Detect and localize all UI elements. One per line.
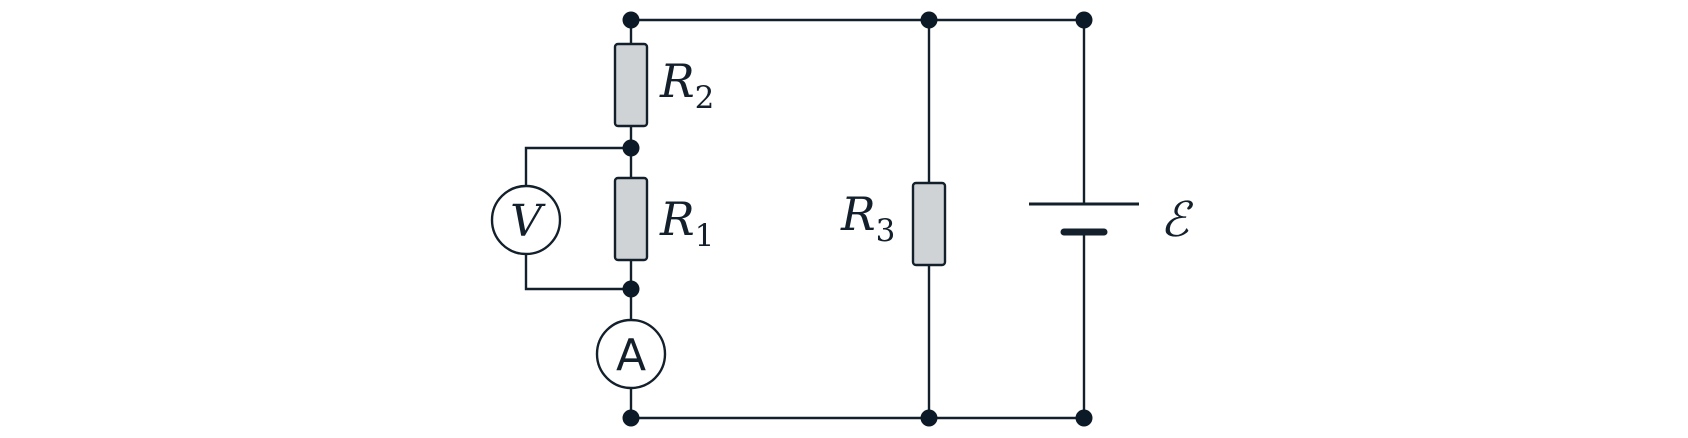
battery bbox=[1029, 202, 1139, 236]
wire-voltmeter-bottom bbox=[524, 252, 633, 291]
wire-voltmeter-top bbox=[524, 146, 633, 188]
label-r2-subscript: 2 bbox=[695, 80, 715, 116]
label-r1: R1 bbox=[659, 192, 714, 254]
label-r1-symbol: R bbox=[659, 192, 695, 246]
node-top-left bbox=[622, 11, 640, 29]
label-r3-subscript: 3 bbox=[876, 213, 896, 249]
label-battery-emf: ℰ bbox=[1160, 192, 1194, 248]
label-r2: R2 bbox=[659, 54, 714, 116]
node-bottom-middle bbox=[920, 409, 938, 427]
node-bottom-right bbox=[1075, 409, 1093, 427]
node-top-right bbox=[1075, 11, 1093, 29]
label-r1-subscript: 1 bbox=[695, 218, 715, 254]
label-r3: R3 bbox=[840, 187, 895, 249]
resistor-r3 bbox=[911, 181, 947, 267]
label-voltmeter: V bbox=[510, 196, 546, 247]
label-ammeter: A bbox=[616, 330, 646, 381]
node-r1-ammeter-junction bbox=[622, 280, 640, 298]
resistor-r2 bbox=[613, 42, 649, 128]
resistor-r1 bbox=[613, 176, 649, 262]
node-top-middle bbox=[920, 11, 938, 29]
label-r3-symbol: R bbox=[840, 187, 876, 241]
nodes bbox=[622, 11, 1093, 427]
label-r2-symbol: R bbox=[659, 54, 695, 108]
voltmeter bbox=[490, 184, 562, 256]
ammeter bbox=[595, 318, 667, 390]
node-r2-r1-junction bbox=[622, 139, 640, 157]
node-bottom-left bbox=[622, 409, 640, 427]
wires bbox=[524, 18, 1086, 420]
